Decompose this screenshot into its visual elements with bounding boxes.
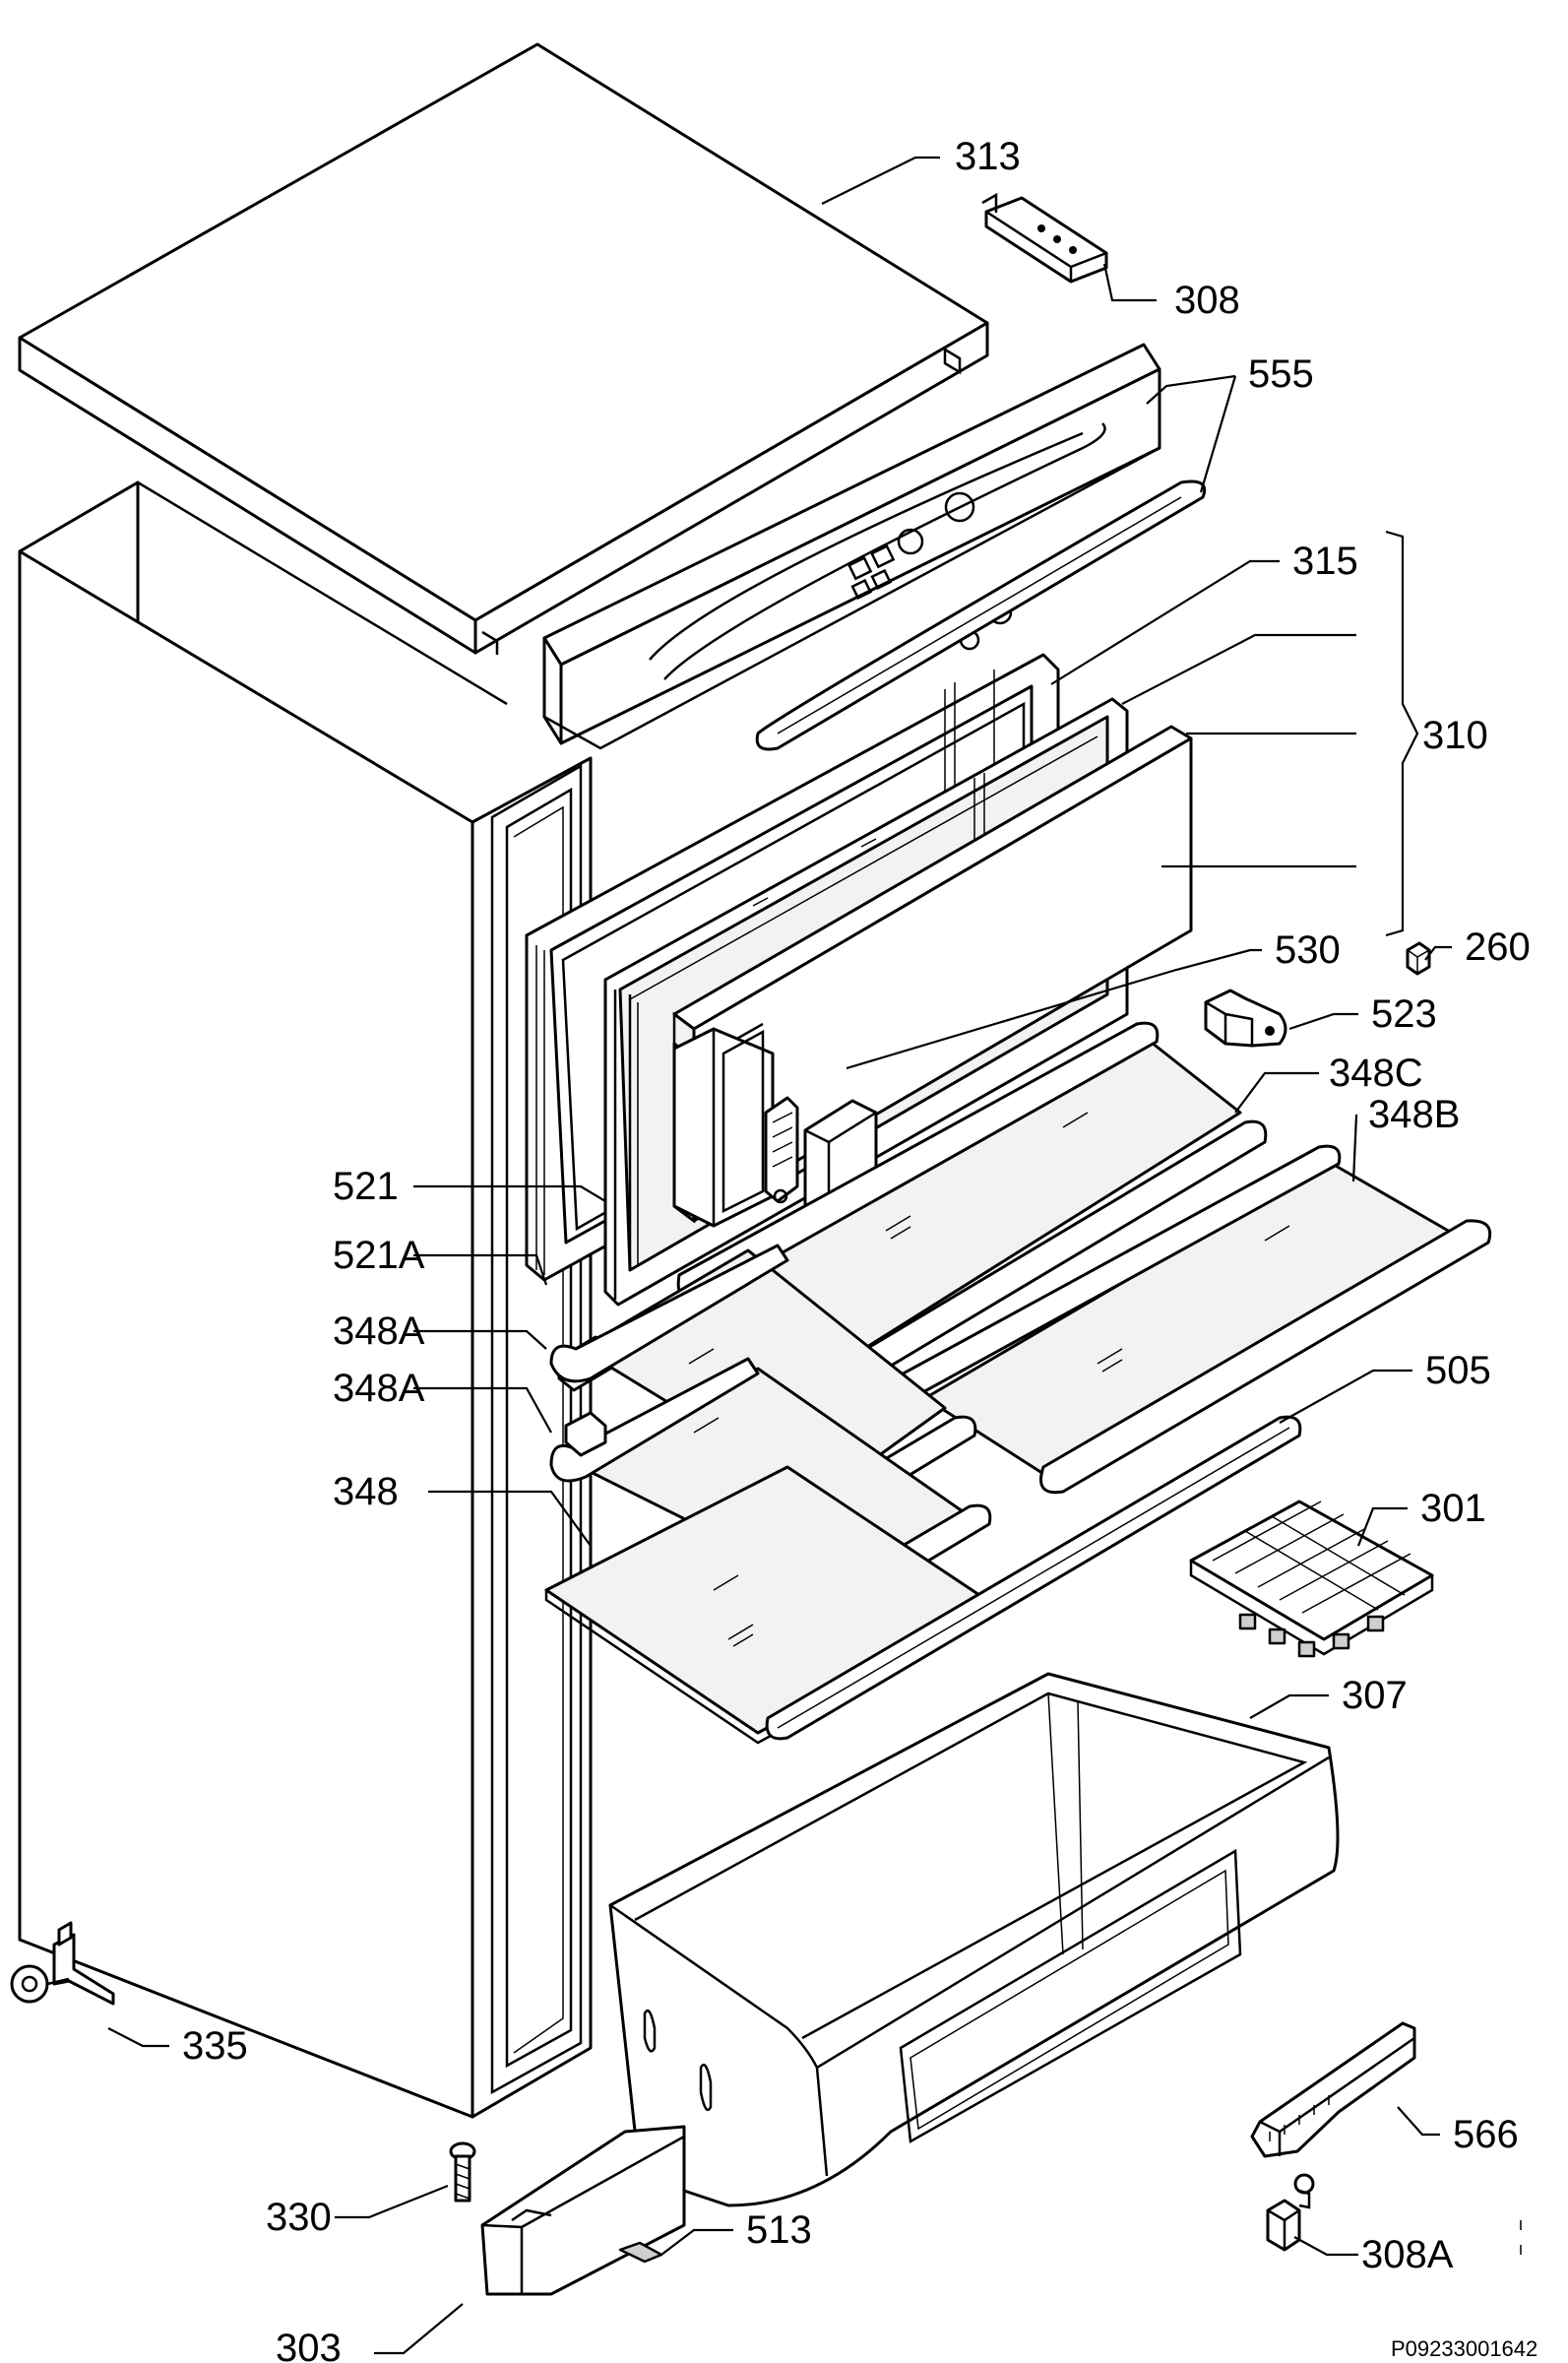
label-348c: 348C bbox=[1329, 1052, 1423, 1095]
label-513: 513 bbox=[746, 2208, 812, 2252]
reference-code: P09233001642 bbox=[1391, 2336, 1537, 2361]
part-555-control-panel: privileg bbox=[542, 343, 1207, 751]
label-521a: 521A bbox=[333, 1234, 425, 1277]
cabinet-body bbox=[18, 480, 593, 2119]
part-308-top-hinge bbox=[981, 192, 1108, 284]
label-348: 348 bbox=[333, 1470, 399, 1513]
bracket-310 bbox=[1385, 530, 1419, 937]
leader-lines bbox=[107, 156, 1522, 2355]
part-566-holder bbox=[1250, 2021, 1416, 2158]
label-348a-upper: 348A bbox=[333, 1309, 425, 1353]
label-348b: 348B bbox=[1368, 1093, 1460, 1136]
part-260-clip bbox=[1406, 941, 1431, 976]
label-335: 335 bbox=[182, 2024, 248, 2068]
label-307: 307 bbox=[1342, 1674, 1408, 1717]
part-labels: 313 308 555 315 310 530 260 523 348C 348… bbox=[182, 135, 1537, 2363]
part-348b-shelf bbox=[871, 1144, 1492, 1495]
part-335-bottom-hinge bbox=[10, 1921, 115, 2006]
label-523: 523 bbox=[1371, 992, 1437, 1036]
label-308: 308 bbox=[1174, 279, 1240, 322]
part-301-ice-tray bbox=[1189, 1500, 1434, 1658]
label-260: 260 bbox=[1465, 926, 1531, 969]
label-313: 313 bbox=[955, 135, 1021, 178]
label-555: 555 bbox=[1248, 352, 1314, 396]
part-303-kick-plate bbox=[480, 2125, 686, 2296]
label-566: 566 bbox=[1453, 2113, 1519, 2156]
part-348c-shelf bbox=[676, 1021, 1268, 1401]
part-307-crisper-bin bbox=[608, 1672, 1340, 2207]
label-530: 530 bbox=[1275, 928, 1341, 972]
label-310: 310 bbox=[1422, 714, 1488, 757]
door-side-rail-left bbox=[672, 1027, 775, 1228]
label-505: 505 bbox=[1425, 1349, 1491, 1392]
label-521: 521 bbox=[333, 1165, 399, 1208]
label-348a-lower: 348A bbox=[333, 1367, 425, 1410]
part-523-lamp-holder bbox=[1204, 989, 1287, 1048]
label-301: 301 bbox=[1420, 1487, 1486, 1530]
label-315: 315 bbox=[1292, 540, 1358, 583]
label-330: 330 bbox=[266, 2196, 332, 2239]
label-308a: 308A bbox=[1361, 2233, 1454, 2276]
part-330-screw bbox=[449, 2141, 476, 2203]
part-313-top-cover bbox=[18, 42, 989, 655]
part-308a-lower-hinge bbox=[1266, 2173, 1315, 2252]
label-303: 303 bbox=[276, 2327, 342, 2363]
